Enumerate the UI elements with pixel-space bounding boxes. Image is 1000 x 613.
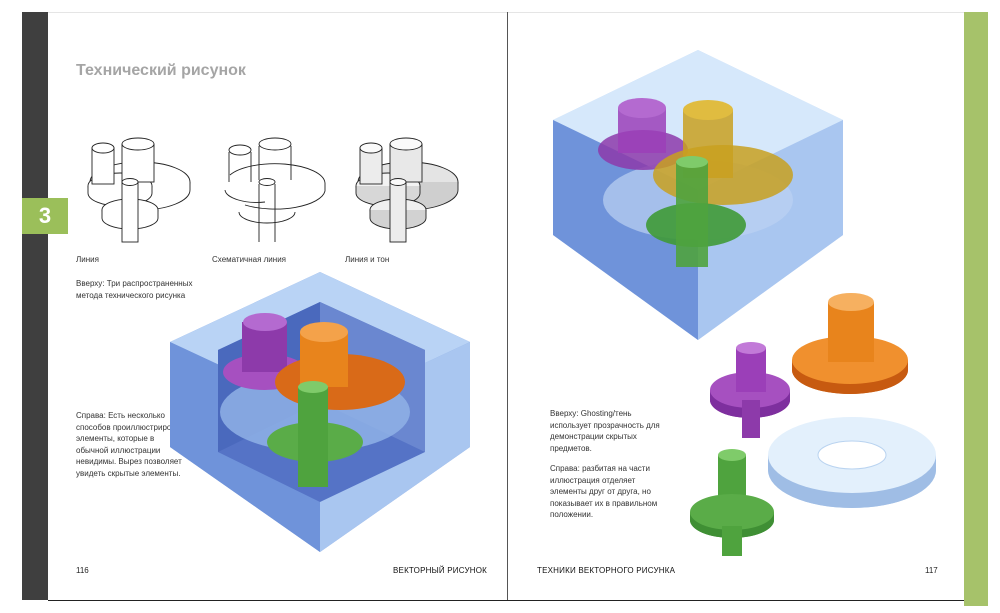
caption-cutaway: Справа: Есть несколько способов проиллюс… — [76, 411, 188, 478]
line-and-tone-illustration — [355, 137, 459, 243]
caption-ghosting: Вверху: Ghosting/тень использует прозрач… — [550, 409, 660, 453]
exploded-view-illustration — [690, 293, 936, 556]
caption-line: Линия — [76, 255, 99, 264]
right-page-number: 117 — [925, 566, 938, 575]
cutaway-cube-illustration — [170, 272, 470, 552]
ghosting-cube-illustration — [553, 50, 843, 340]
left-page-number: 116 — [76, 566, 89, 575]
schematic-line-illustration — [224, 137, 326, 242]
page-gutter — [507, 12, 508, 600]
caption-three-methods: Вверху: Три распространенных метода техн… — [76, 279, 193, 300]
caption-line-and-tone: Линия и тон — [345, 255, 390, 264]
caption-exploded-view: Справа: разбитая на части иллюстрация от… — [550, 464, 658, 519]
right-page-edge-bar — [964, 12, 988, 606]
left-page-edge-bar — [22, 12, 48, 600]
bottom-rule — [48, 600, 964, 601]
line-drawing-illustration — [87, 137, 191, 243]
chapter-tab: 3 — [22, 198, 68, 234]
page-title: Технический рисунок — [76, 62, 246, 79]
top-rule — [48, 12, 964, 13]
left-running-head: ВЕКТОРНЫЙ РИСУНОК — [393, 566, 487, 575]
caption-schematic-line: Схематичная линия — [212, 255, 286, 264]
right-running-head: ТЕХНИКИ ВЕКТОРНОГО РИСУНКА — [537, 566, 676, 575]
